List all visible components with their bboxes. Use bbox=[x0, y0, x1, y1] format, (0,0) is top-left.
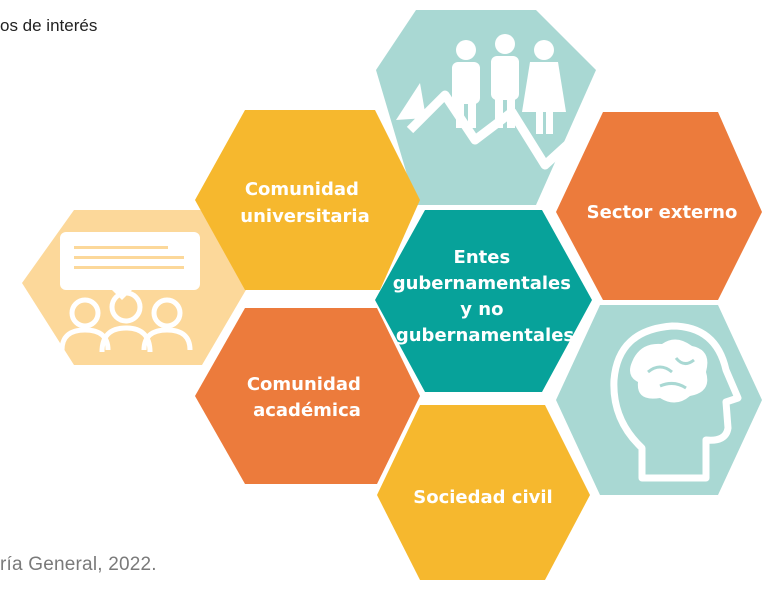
figure-caption: os de interés bbox=[0, 16, 98, 35]
brain-head-icon bbox=[610, 322, 742, 482]
hex-center-label: Entes gubernamentales y no gubernamental… bbox=[393, 247, 578, 346]
label-line: gubernamentales bbox=[396, 325, 574, 346]
hex-entes-gubernamentales: Entes gubernamentales y no gubernamental… bbox=[375, 210, 592, 392]
hex-academica-label: Comunidad académica bbox=[247, 374, 367, 421]
hex-people-growth bbox=[376, 10, 596, 205]
label-line: gubernamentales bbox=[393, 273, 571, 294]
hex-meeting bbox=[22, 210, 250, 365]
label-line: Comunidad bbox=[245, 179, 359, 200]
hex-sociedad-civil: Sociedad civil bbox=[377, 405, 590, 580]
hex-sector-externo: Sector externo bbox=[556, 112, 762, 300]
label-line: universitaria bbox=[240, 206, 369, 227]
label-line: Sociedad civil bbox=[413, 487, 552, 508]
people-growth-icon bbox=[396, 34, 582, 170]
figure-source: ría General, 2022. bbox=[0, 554, 157, 575]
label-line: y no bbox=[460, 299, 503, 320]
label-line: académica bbox=[253, 400, 361, 421]
hex-externo-label: Sector externo bbox=[587, 202, 738, 223]
label-line: Sector externo bbox=[587, 202, 738, 223]
hex-comunidad-universitaria: Comunidad universitaria bbox=[195, 110, 420, 290]
hex-comunidad-academica: Comunidad académica bbox=[195, 308, 420, 484]
label-line: Entes bbox=[454, 247, 511, 268]
hex-universitaria-label: Comunidad universitaria bbox=[240, 179, 369, 227]
hex-civil-label: Sociedad civil bbox=[413, 487, 552, 508]
meeting-chat-icon bbox=[59, 232, 200, 353]
label-line: Comunidad bbox=[247, 374, 361, 395]
hex-brain bbox=[556, 305, 762, 495]
